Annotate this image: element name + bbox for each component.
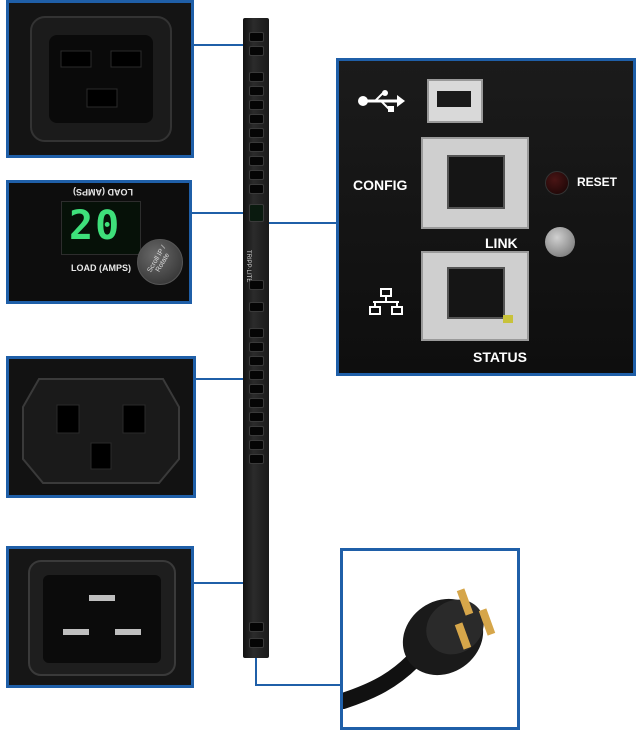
- reset-label: RESET: [577, 175, 618, 189]
- c19-receptacle-icon: [30, 16, 172, 142]
- leader-network: [268, 222, 338, 224]
- strip-outlet: [249, 440, 264, 450]
- strip-outlet: [249, 302, 264, 312]
- strip-outlet: [249, 184, 264, 194]
- display-label-bottom: LOAD (AMPS): [71, 263, 131, 273]
- scroll-ip-rotate-label: Scroll IP / Rotate: [146, 244, 172, 274]
- strip-outlet: [249, 142, 264, 152]
- strip-outlet: [249, 622, 264, 632]
- strip-outlet: [249, 638, 264, 648]
- ethernet-port[interactable]: [421, 251, 529, 341]
- strip-outlet: [249, 342, 264, 352]
- strip-outlet: [249, 170, 264, 180]
- config-label: CONFIG: [353, 177, 408, 193]
- c19-receptacle-top-panel: [6, 0, 194, 158]
- strip-outlet: [249, 86, 264, 96]
- c13-receptacle-panel: [6, 356, 196, 498]
- twist-lock-plug-icon: [335, 588, 496, 709]
- status-label: STATUS: [473, 349, 527, 365]
- link-label: LINK: [485, 235, 518, 251]
- strip-outlet: [249, 72, 264, 82]
- leader-c13: [190, 378, 246, 380]
- leader-plug-h: [255, 684, 343, 686]
- strip-outlet: [249, 280, 264, 290]
- strip-outlet: [249, 398, 264, 408]
- c13-receptacle-icon: [22, 378, 180, 484]
- strip-outlet: [249, 384, 264, 394]
- usb-port[interactable]: [427, 79, 483, 123]
- strip-outlet: [249, 356, 264, 366]
- config-port[interactable]: [421, 137, 529, 229]
- c19-inlet-icon: [28, 560, 176, 676]
- network-panel: CONFIG LINK RESET STATUS: [336, 58, 636, 376]
- strip-outlet: [249, 328, 264, 338]
- usb-icon: [358, 90, 405, 112]
- strip-outlet: [249, 412, 264, 422]
- c19-inlet-bottom-panel: [6, 546, 194, 688]
- strip-outlet: [249, 32, 264, 42]
- leader-c19-top: [190, 44, 246, 46]
- strip-outlet: [249, 128, 264, 138]
- scroll-ip-rotate-button[interactable]: Scroll IP / Rotate: [137, 239, 183, 285]
- lcd-digits: 20: [69, 203, 122, 249]
- strip-display: [249, 204, 264, 222]
- display-label-top: LOAD (AMPS): [73, 187, 133, 197]
- network-icon: [369, 288, 403, 315]
- strip-outlet: [249, 454, 264, 464]
- leader-display: [190, 212, 246, 214]
- strip-outlet: [249, 426, 264, 436]
- strip-outlet: [249, 100, 264, 110]
- reset-button[interactable]: [545, 171, 569, 195]
- strip-brand: TRIPP·LITE: [245, 250, 251, 283]
- status-led: [545, 227, 575, 257]
- leader-plug-v: [255, 655, 257, 685]
- leader-c19-bottom: [190, 582, 246, 584]
- strip-outlet: [249, 46, 264, 56]
- strip-outlet: [249, 156, 264, 166]
- strip-outlet: [249, 370, 264, 380]
- lcd-window: [61, 201, 141, 255]
- strip-outlet: [249, 114, 264, 124]
- load-display-panel: LOAD (AMPS) 20 LOAD (AMPS) Scroll IP / R…: [6, 180, 192, 304]
- pdu-strip: TRIPP·LITE: [243, 18, 269, 658]
- plug-panel: [335, 548, 520, 730]
